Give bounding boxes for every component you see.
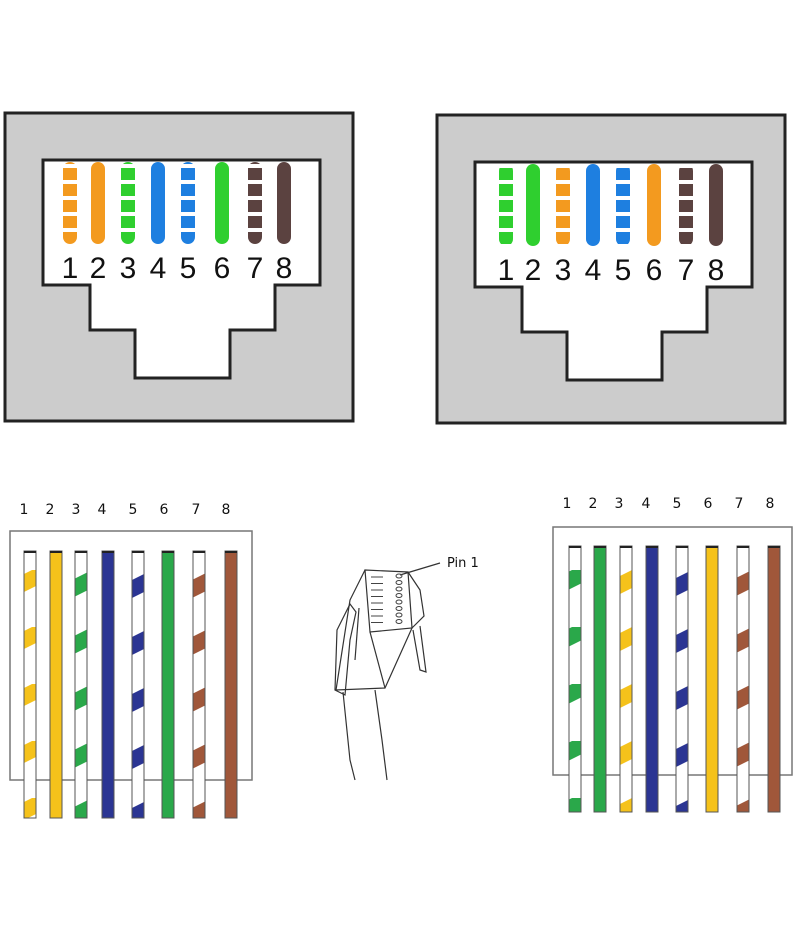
- pin-number-3: 3: [120, 252, 137, 285]
- wire-tip: [768, 546, 780, 548]
- wire-tip: [646, 546, 658, 548]
- wire-6-orange: [647, 164, 661, 246]
- pin-number-5: 5: [180, 252, 197, 285]
- wire-5-blue-white: [131, 550, 145, 819]
- pin-contact: [395, 612, 403, 618]
- pin-contact: [395, 593, 403, 598]
- wire-tip: [75, 551, 87, 553]
- wire-tip: [162, 551, 174, 553]
- pin-number-6: 6: [214, 252, 231, 285]
- pin-number-2: 2: [525, 254, 542, 287]
- wire-5-blue-white: [181, 162, 195, 244]
- pin-number-6: 6: [646, 254, 663, 287]
- pin-1-label: Pin 1: [447, 556, 479, 571]
- pin-number-1: 1: [20, 502, 29, 518]
- wire-tip: [132, 551, 144, 553]
- wire-1-orange-white: [23, 550, 37, 819]
- wire-tip: [50, 551, 62, 553]
- pin-number-6: 6: [704, 496, 713, 512]
- wire-3-green-white: [121, 162, 135, 244]
- pin-number-5: 5: [673, 496, 682, 512]
- wire-4-blue: [645, 545, 659, 813]
- wire-1-green-white: [568, 545, 582, 813]
- plug-t568a-wiring: 1 2 3 4 5 6 7 8: [552, 496, 793, 813]
- pin-number-4: 4: [585, 254, 602, 287]
- wire-2-green: [526, 164, 540, 246]
- pin-number-6: 6: [160, 502, 169, 518]
- pin-number-8: 8: [276, 252, 293, 285]
- wire-5-blue-white: [675, 545, 689, 813]
- wire-5-blue-white: [616, 164, 630, 246]
- wire-4-blue: [151, 162, 165, 244]
- pin-number-5: 5: [129, 502, 138, 518]
- wire-6-orange: [705, 545, 719, 813]
- pin-number-2: 2: [90, 252, 107, 285]
- pin-contact: [395, 606, 403, 611]
- pin-number-1: 1: [563, 496, 572, 512]
- pin-number-2: 2: [46, 502, 55, 518]
- plug-body: [9, 530, 253, 781]
- wire-tip: [676, 546, 688, 548]
- pin-number-7: 7: [192, 502, 201, 518]
- wire-8-brown: [224, 550, 238, 819]
- wire-2-orange: [49, 550, 63, 819]
- pin-number-8: 8: [766, 496, 775, 512]
- wire-tip: [225, 551, 237, 553]
- wire-6-green: [161, 550, 175, 819]
- wire-8-brown: [277, 162, 291, 244]
- pin-number-1: 1: [498, 254, 515, 287]
- wire-1-green-white: [499, 164, 513, 246]
- pin-contact: [395, 586, 403, 592]
- wire-6-green: [215, 162, 229, 244]
- wire-tip: [569, 546, 581, 548]
- wire-3-green-white: [74, 550, 88, 819]
- pin-number-7: 7: [735, 496, 744, 512]
- pin-number-2: 2: [589, 496, 598, 512]
- wire-tip: [24, 551, 36, 553]
- plug-body: [552, 526, 793, 776]
- wire-4-blue: [586, 164, 600, 246]
- wire-8-brown: [767, 545, 781, 813]
- rj45-connector-drawing: Pin 1: [334, 556, 479, 781]
- wire-tip: [706, 546, 718, 548]
- pin-number-8: 8: [708, 254, 725, 287]
- wire-7-brown-white: [679, 164, 693, 246]
- pin-contact: [395, 580, 403, 585]
- wire-1-orange-white: [63, 162, 77, 244]
- wire-7-brown-white: [192, 550, 206, 819]
- pin-contact: [395, 573, 403, 579]
- wire-2-green: [593, 545, 607, 813]
- pin-number-3: 3: [615, 496, 624, 512]
- plug-t568b-wiring: 1 2 3 4 5 6 7 8: [9, 502, 253, 819]
- pin-number-5: 5: [615, 254, 632, 287]
- wire-tip: [193, 551, 205, 553]
- pin-number-7: 7: [678, 254, 695, 287]
- wire-3-orange-white: [619, 545, 633, 813]
- wire-8-brown: [709, 164, 723, 246]
- wire-tip: [620, 546, 632, 548]
- wire-7-brown-white: [248, 162, 262, 244]
- wire-7-brown-white: [736, 545, 750, 813]
- pin-contact: [395, 599, 403, 605]
- pin-number-3: 3: [72, 502, 81, 518]
- wire-4-blue: [101, 550, 115, 819]
- pin-number-8: 8: [222, 502, 231, 518]
- wire-tip: [594, 546, 606, 548]
- pin-number-3: 3: [555, 254, 572, 287]
- wire-2-orange: [91, 162, 105, 244]
- pin-contact: [395, 619, 403, 624]
- pin-number-7: 7: [247, 252, 264, 285]
- wire-tip: [102, 551, 114, 553]
- pin-number-4: 4: [98, 502, 107, 518]
- pin-number-1: 1: [62, 252, 79, 285]
- pin-number-4: 4: [642, 496, 651, 512]
- wire-3-orange-white: [556, 164, 570, 246]
- pin-number-4: 4: [150, 252, 167, 285]
- wire-tip: [737, 546, 749, 548]
